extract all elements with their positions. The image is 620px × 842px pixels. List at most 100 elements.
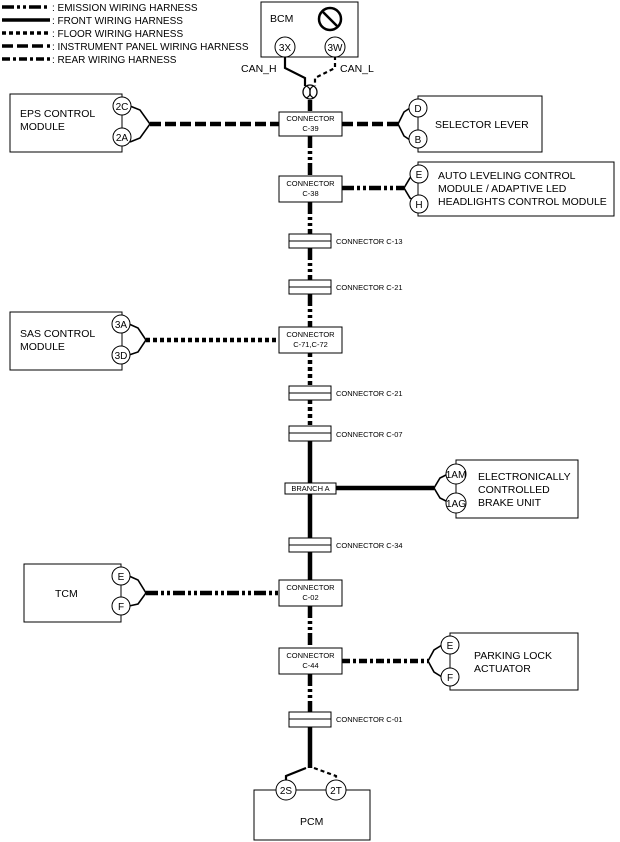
brake-pin-1am [445,463,467,485]
connector-c34: CONNECTOR C-34 [288,537,403,553]
bcm-pin-3w-label: 3W [328,43,344,54]
brake-pin-1ag [445,492,467,514]
connector-c13: CONNECTOR C-13 [288,233,403,249]
sas-pin-3a-label: 3A [115,320,128,331]
parking-pin-f [440,667,460,687]
legend-label-emission: : EMISSION WIRING HARNESS [52,3,198,14]
parking-pin-f-label: F [447,673,453,684]
brake-label-line1: ELECTRONICALLY [478,471,571,483]
auto-leveling-pin-e-label: E [416,170,423,181]
tcm-module: TCM E F [23,563,131,623]
branch-a: BRANCH A [284,482,337,495]
wire-brake-fork [433,473,449,503]
branch-a-label: BRANCH A [291,484,329,493]
parking-lock-actuator: PARKING LOCK ACTUATOR E F [440,632,579,691]
sas-control-module: SAS CONTROL MODULE 3A 3D [9,311,131,371]
tcm-label: TCM [55,588,78,600]
tcm-pin-e [111,566,131,586]
legend: : EMISSION WIRING HARNESS : FRONT WIRING… [2,3,249,66]
auto-leveling-module: AUTO LEVELING CONTROL MODULE / ADAPTIVE … [409,161,615,217]
bcm-title: BCM [270,13,293,25]
wire-tcm-fork [128,575,147,607]
auto-leveling-label-line3: HEADLIGHTS CONTROL MODULE [438,196,607,208]
legend-label-front: : FRONT WIRING HARNESS [52,16,183,27]
brake-label-line3: BRAKE UNIT [478,497,542,509]
connector-c21-lower: CONNECTOR C-21 [288,385,403,401]
connector-c44: CONNECTOR C-44 [278,647,343,675]
legend-label-floor: : FLOOR WIRING HARNESS [52,29,183,40]
connector-c02: CONNECTOR C-02 [278,579,343,607]
auto-leveling-pin-h [409,194,429,214]
prohibited-icon [317,6,343,32]
selector-pin-d [408,98,428,118]
auto-leveling-label-line2: MODULE / ADAPTIVE LED [438,183,567,195]
auto-leveling-pin-h-label: H [415,200,422,211]
parking-label-line2: ACTUATOR [474,663,531,675]
selector-pin-b [408,129,428,149]
wire-sas-fork [128,323,147,356]
connector-c01-label: CONNECTOR C-01 [336,715,403,724]
parking-pin-e [440,635,460,655]
eps-label-line1: EPS CONTROL [20,108,95,120]
parking-pin-e-label: E [447,641,454,652]
brake-label-line2: CONTROLLED [478,484,550,496]
sas-label-line2: MODULE [20,341,65,353]
wire-eps-fork [129,105,151,143]
wire-bcm-can-l [313,56,337,86]
connector-c07: CONNECTOR C-07 [288,425,403,442]
brake-pin-1am-label: 1AM [446,470,467,481]
sas-pin-3d [111,345,131,365]
connector-c39: CONNECTOR C-39 [278,111,343,137]
connector-c38-line2: C-38 [302,189,318,198]
brake-unit: ELECTRONICALLY CONTROLLED BRAKE UNIT 1AM… [445,459,579,519]
tcm-pin-f [111,596,131,616]
selector-label: SELECTOR LEVER [435,119,529,131]
legend-label-ip: : INSTRUMENT PANEL WIRING HARNESS [52,42,249,53]
legend-label-rear: : REAR WIRING HARNESS [52,55,177,66]
parking-label-line1: PARKING LOCK [474,650,552,662]
connector-c44-line2: C-44 [302,661,318,670]
connector-c21-upper: CONNECTOR C-21 [288,279,403,295]
connector-c21-upper-label: CONNECTOR C-21 [336,283,403,292]
can-l-label: CAN_L [340,63,374,75]
wire-pcm-2t [313,766,338,782]
connector-c34-label: CONNECTOR C-34 [336,541,403,550]
pcm-pin-2t-label: 2T [330,786,342,797]
eps-pin-2c-label: 2C [116,102,129,113]
connector-c39-line1: CONNECTOR [286,114,335,123]
pcm-pin-2s-label: 2S [280,786,293,797]
tcm-pin-f-label: F [118,602,124,613]
pcm-pin-2t [325,779,347,801]
selector-pin-d-label: D [414,104,421,115]
wire-pcm-2s [284,766,307,782]
twisted-pair-icon [302,84,318,100]
connector-c07-label: CONNECTOR C-07 [336,430,403,439]
connector-c01: CONNECTOR C-01 [288,711,403,728]
sas-pin-3a [111,314,131,334]
connector-c71-c72: CONNECTOR C-71,C-72 [278,326,343,354]
tcm-pin-e-label: E [118,572,125,583]
connector-c71-line2: C-71,C-72 [293,340,328,349]
bcm-module: BCM 3X 3W [260,1,359,58]
can-h-label: CAN_H [241,63,277,75]
connector-c13-label: CONNECTOR C-13 [336,237,403,246]
sas-pin-3d-label: 3D [115,351,128,362]
connector-c21-lower-label: CONNECTOR C-21 [336,389,403,398]
wire-bcm-can-h [283,56,307,86]
eps-control-module: EPS CONTROL MODULE 2C 2A [9,93,132,153]
eps-pin-2c [112,96,132,116]
connector-c38: CONNECTOR C-38 [278,175,343,203]
auto-leveling-pin-e [409,164,429,184]
wire-selector-fork [397,107,411,141]
eps-label-line2: MODULE [20,121,65,133]
wire-parking-fork [427,644,443,678]
connector-c38-line1: CONNECTOR [286,179,335,188]
connector-c02-line2: C-02 [302,593,318,602]
connector-c39-line2: C-39 [302,124,318,133]
bcm-pin-3w [324,36,346,58]
connector-c02-line1: CONNECTOR [286,583,335,592]
bcm-pin-3x-label: 3X [279,43,292,54]
auto-leveling-label-line1: AUTO LEVELING CONTROL [438,170,576,182]
pcm-label: PCM [300,816,323,828]
